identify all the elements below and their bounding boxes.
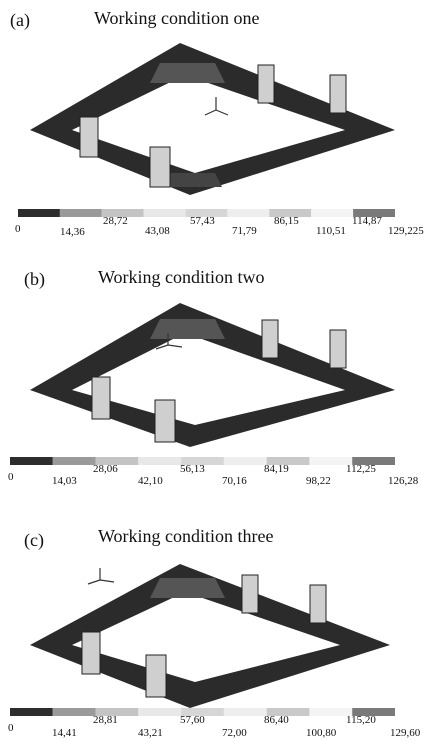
panel-c: (c) Working condition three 0 14,41 28,8… [0, 490, 437, 747]
panel-a: (a) Working condition one 0 14,36 28,72 … [0, 0, 437, 245]
legend-segment [52, 708, 96, 716]
frame-opening [72, 333, 345, 425]
support-post [91, 319, 347, 443]
coordinate-axes-icon [87, 568, 115, 585]
color-legend-bar [10, 457, 395, 465]
legend-segment [181, 708, 224, 716]
legend-segment [353, 209, 395, 217]
tick-label: 110,51 [316, 225, 346, 237]
legend-segment [269, 209, 312, 217]
tick-label: 72,00 [222, 727, 247, 739]
legend-segment [266, 457, 310, 465]
legend-segment [138, 708, 182, 716]
tick-label: 86,40 [264, 714, 289, 726]
tick-label: 112,25 [346, 463, 376, 475]
legend-segment [223, 457, 267, 465]
tick-label: 115,20 [346, 714, 376, 726]
tick-label: 70,16 [222, 475, 247, 487]
panel-b: (b) Working condition two 0 14,03 28,06 … [0, 245, 437, 490]
tick-label: 28,06 [93, 463, 118, 475]
legend-segment [138, 457, 182, 465]
color-legend-bar [10, 708, 395, 716]
panel-letter: (c) [24, 530, 44, 550]
legend-segment [309, 457, 353, 465]
tick-label: 129,225 [388, 225, 424, 237]
panel-title: Working condition two [98, 267, 265, 287]
frame-opening [72, 592, 340, 682]
legend-segment [311, 209, 354, 217]
legend-segment [95, 457, 139, 465]
tick-label: 129,60 [390, 727, 421, 739]
tick-label: 56,13 [180, 463, 205, 475]
legend-segment [352, 457, 395, 465]
panel-title: Working condition three [98, 526, 274, 546]
frame-model-c [30, 564, 390, 708]
tick-label: 14,36 [60, 226, 85, 238]
support-post [79, 64, 347, 188]
tick-label: 0 [8, 722, 14, 734]
legend-segment [185, 209, 228, 217]
tick-label: 126,28 [388, 475, 419, 487]
tick-label: 98,22 [306, 475, 331, 487]
legend-segment [352, 708, 395, 716]
coordinate-axes-icon [204, 97, 229, 116]
legend-segment [59, 209, 102, 217]
coordinate-axes-icon [155, 333, 183, 350]
tick-label: 71,79 [232, 225, 257, 237]
legend-segment [227, 209, 270, 217]
tick-label: 114,87 [352, 215, 382, 227]
tick-label: 43,08 [145, 225, 170, 237]
legend-segment [95, 708, 139, 716]
legend-segment [143, 209, 186, 217]
tick-label: 42,10 [138, 475, 163, 487]
color-legend-bar [18, 209, 395, 217]
tick-label: 14,03 [52, 475, 77, 487]
tick-label: 0 [8, 471, 14, 483]
frame-plate [165, 173, 222, 187]
frame-plate [150, 63, 225, 83]
frame-model-b [30, 303, 395, 447]
frame-model-a [30, 43, 395, 195]
panel-letter: (b) [24, 269, 45, 289]
panel-letter: (a) [10, 10, 30, 30]
frame-plate [150, 319, 225, 339]
frame-plate [150, 578, 225, 598]
legend-segment [309, 708, 353, 716]
tick-label: 14,41 [52, 727, 77, 739]
frame-opening [72, 75, 345, 173]
tick-label: 28,72 [103, 215, 128, 227]
legend-segment [52, 457, 96, 465]
support-post [81, 574, 327, 698]
tick-label: 57,43 [190, 215, 215, 227]
legend-segment [266, 708, 310, 716]
tick-label: 57,60 [180, 714, 205, 726]
legend-segment [10, 708, 53, 716]
tick-label: 0 [15, 223, 21, 235]
legend-segment [181, 457, 224, 465]
panel-title: Working condition one [94, 8, 260, 28]
legend-segment [18, 209, 60, 217]
legend-segment [101, 209, 144, 217]
tick-label: 100,80 [306, 727, 337, 739]
legend-segment [223, 708, 267, 716]
tick-label: 43,21 [138, 727, 163, 739]
tick-label: 84,19 [264, 463, 289, 475]
legend-segment [10, 457, 53, 465]
tick-label: 86,15 [274, 215, 299, 227]
tick-label: 28,81 [93, 714, 118, 726]
